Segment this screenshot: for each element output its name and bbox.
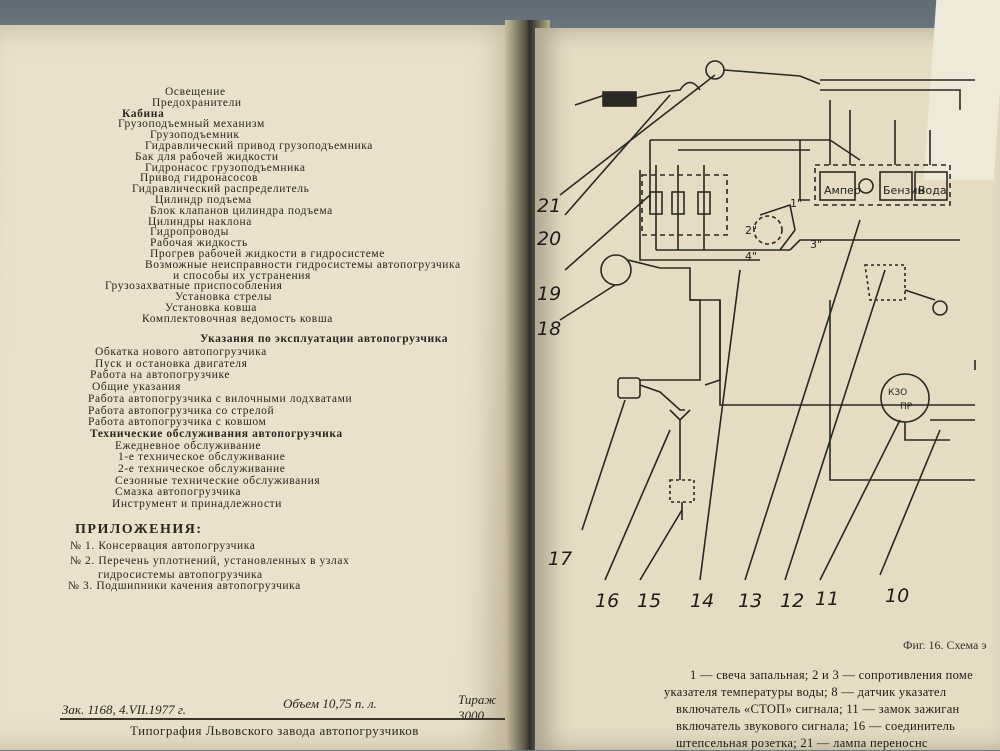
toc-entry: Работа автопогрузчика с ковшом: [88, 416, 267, 429]
callout-number: 10: [885, 585, 910, 607]
appendix-title: ПРИЛОЖЕНИЯ:: [75, 522, 203, 537]
callout-number: 12: [780, 590, 805, 612]
switch-mark: 4": [745, 250, 758, 263]
callout-number: 14: [690, 590, 715, 612]
toc-entry: и способы их устранения: [173, 269, 311, 282]
callout-number: 20: [537, 228, 562, 250]
toc-entry: Возможные неисправности гидросистемы авт…: [145, 258, 461, 271]
legend-line: включатель звукового сигнала; 16 — соеди…: [676, 719, 956, 733]
toc-entry: Работа на автопогрузчике: [90, 369, 231, 382]
right-page: [535, 28, 1000, 750]
switch-mark: 3": [810, 238, 823, 251]
ignition-label: ПР: [900, 402, 913, 412]
toc-entry: Цилиндр подъема: [155, 194, 252, 206]
figure-caption: Фиг. 16. Схема э: [903, 638, 987, 652]
callout-number: 13: [738, 590, 763, 612]
toc-entry: Установка стрелы: [175, 291, 273, 304]
appendix-entry: № 3. Подшипники качения автопогрузчика: [68, 580, 301, 592]
toc-entry: Общие указания: [92, 381, 182, 394]
legend-line: указателя температуры воды; 8 — датчик у…: [664, 685, 947, 699]
appendix-entry: № 2. Перечень уплотнений, установленных …: [70, 555, 350, 567]
legend-line: включатель «СТОП» сигнала; 11 — замок за…: [676, 702, 960, 716]
legend-line: 1 — свеча запальная; 2 и 3 — сопротивлен…: [690, 668, 973, 682]
toc-entry: Установка ковша: [165, 302, 258, 314]
ignition-label: КЗО: [888, 388, 908, 398]
callout-number: 21: [537, 195, 562, 217]
switch-mark: 1": [790, 197, 803, 210]
gauge-label: Вода: [918, 184, 947, 197]
toc-entry: Цилиндры наклона: [148, 215, 252, 228]
toc-entry: Технические обслуживания автопогрузчика: [90, 427, 343, 440]
legend-line: штепсельная розетка; 21 — лампа переносн…: [676, 736, 928, 750]
toc-entry: Грузоподъемный механизм: [118, 118, 265, 131]
toc-entry: Обкатка нового автопогрузчика: [95, 346, 267, 358]
callout-number: 15: [637, 590, 662, 612]
toc-entry: Сезонные технические обслуживания: [115, 474, 321, 487]
gauge-label: Ампер: [824, 184, 861, 197]
imprint-rule: [60, 718, 530, 720]
toc-entry: Рабочая жидкость: [150, 237, 248, 250]
callout-number: 17: [548, 548, 573, 570]
callout-number: 19: [537, 283, 562, 305]
imprint-printer: Типография Львовского завода автопогрузч…: [130, 723, 419, 738]
toc-entry: Освещение: [165, 86, 226, 98]
toc-entry: Пуск и остановка двигателя: [95, 357, 248, 370]
toc-entry: Блок клапанов цилиндра подъема: [150, 204, 333, 217]
toc-entry: Инструмент и принадлежности: [112, 498, 283, 511]
toc-entry: Комплектовочная ведомость ковша: [142, 312, 333, 325]
toc-entry: Гидравлический распределитель: [132, 183, 310, 196]
imprint-volume: Объем 10,75 п. л.: [283, 696, 377, 711]
switch-mark: 2": [745, 224, 758, 237]
appendix-entry: № 1. Консервация автопогрузчика: [70, 540, 256, 552]
toc-entry: 2-е техническое обслуживание: [118, 463, 286, 475]
callout-number: 18: [537, 318, 562, 340]
toc-entry: Гидропроводы: [150, 226, 229, 239]
appendix-entry: гидросистемы автопогрузчика: [98, 569, 263, 581]
toc-entry: Работа автопогрузчика со стрелой: [88, 404, 275, 417]
callout-number: 16: [595, 590, 620, 612]
toc-entry: Кабина: [122, 107, 165, 120]
toc-section-title: Указания по эксплуатации автопогрузчика: [200, 333, 449, 345]
toc-entry: Привод гидронасосов: [140, 172, 259, 185]
imprint-order: Зак. 1168, 4.VII.1977 г.: [62, 702, 187, 717]
toc-entry: Прогрев рабочей жидкости в гидросистеме: [150, 248, 385, 260]
callout-number: 11: [815, 588, 840, 610]
toc-entry: Гидравлический привод грузоподъемника: [145, 140, 373, 152]
toc-entry: Грузоподъемник: [150, 129, 240, 142]
toc-entry: Грузозахватные приспособления: [105, 280, 283, 293]
toc-entry: Ежедневное обслуживание: [115, 439, 262, 452]
toc-entry: Гидронасос грузоподъемника: [145, 161, 306, 174]
toc-entry: Предохранители: [152, 96, 242, 109]
toc-entry: 1-е техническое обслуживание: [118, 451, 286, 464]
gauge-label: Бензин: [883, 184, 925, 197]
toc-entry: Бак для рабочей жидкости: [135, 150, 279, 163]
toc-entry: Смазка автопогрузчика: [115, 486, 242, 499]
toc-entry: Работа автопогрузчика с вилочными лодхва…: [88, 392, 353, 405]
